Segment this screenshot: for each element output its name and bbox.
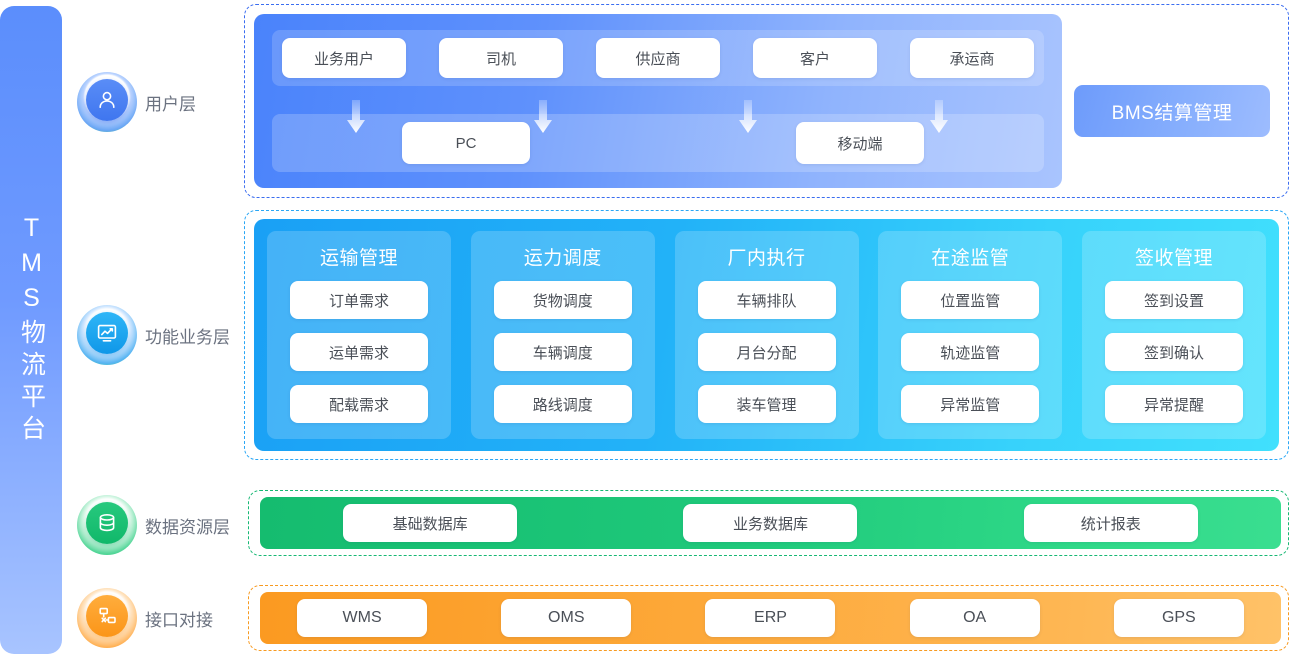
function-column-capacity: 运力调度 货物调度 车辆调度 路线调度 [470,231,655,439]
function-item[interactable]: 月台分配 [697,333,836,371]
device-pill-mobile[interactable]: 移动端 [796,122,924,164]
device-pill-pc[interactable]: PC [402,122,530,164]
legend-item-interface: 接口对接 [77,588,213,648]
data-item[interactable]: 统计报表 [1023,504,1198,542]
function-column-signoff: 签收管理 签到设置 签到确认 异常提醒 [1082,231,1266,439]
function-item[interactable]: 配载需求 [290,385,428,423]
legend-item-user: 用户层 [77,72,196,132]
function-item[interactable]: 订单需求 [290,281,428,319]
chart-icon [77,305,137,365]
flow-arrow-down-icon [929,100,949,134]
user-role-pill[interactable]: 客户 [753,38,877,78]
legend-label-interface: 接口对接 [145,610,213,630]
data-layer-panel: 基础数据库 业务数据库 统计报表 [260,497,1281,549]
function-column-title: 签收管理 [1134,248,1213,269]
user-layer-panel: 业务用户 司机 供应商 客户 承运商 PC 移动端 [254,14,1062,188]
interface-item[interactable]: WMS [297,599,428,637]
function-column-title: 运输管理 [319,248,398,269]
user-layer-frame [244,4,1289,198]
legend-label-function: 功能业务层 [145,327,230,347]
function-item[interactable]: 签到确认 [1105,333,1243,371]
function-column-plant: 厂内执行 车辆排队 月台分配 装车管理 [674,231,859,439]
function-item[interactable]: 异常监管 [901,385,1040,423]
function-layer-frame [244,210,1289,460]
data-layer-frame [248,490,1289,556]
user-role-pill[interactable]: 业务用户 [282,38,406,78]
flow-arrow-down-icon [424,556,444,586]
interface-item[interactable]: ERP [705,599,836,637]
network-icon [77,588,137,648]
interface-item[interactable]: OMS [501,599,632,637]
platform-title: TMS物流平台 [17,213,46,447]
legend-item-data: 数据资源层 [77,495,230,555]
flow-arrow-down-icon [738,100,758,134]
database-icon [77,495,137,555]
function-item[interactable]: 异常提醒 [1105,385,1243,423]
user-roles-row: 业务用户 司机 供应商 客户 承运商 [272,30,1044,86]
user-icon [77,72,137,132]
bms-settlement-box[interactable]: BMS结算管理 [1074,85,1270,137]
function-column-title: 运力调度 [523,248,602,269]
function-item[interactable]: 路线调度 [493,385,632,423]
function-item[interactable]: 签到设置 [1105,281,1243,319]
data-item[interactable]: 业务数据库 [683,504,858,542]
legend-item-function: 功能业务层 [77,305,230,365]
interface-item[interactable]: GPS [1113,599,1244,637]
function-item[interactable]: 货物调度 [493,281,632,319]
interface-item[interactable]: OA [909,599,1040,637]
function-item[interactable]: 位置监管 [901,281,1040,319]
user-role-pill[interactable]: 司机 [439,38,563,78]
interface-layer-frame [248,585,1289,651]
function-item[interactable]: 装车管理 [697,385,836,423]
platform-title-bar: TMS物流平台 [0,6,62,654]
function-column-title: 在途监管 [931,248,1010,269]
function-column-intransit: 在途监管 位置监管 轨迹监管 异常监管 [878,231,1063,439]
function-column-transport: 运输管理 订单需求 运单需求 配载需求 [267,231,451,439]
user-role-pill[interactable]: 供应商 [596,38,720,78]
function-item[interactable]: 车辆调度 [493,333,632,371]
interface-layer-panel: WMS OMS ERP OA GPS [260,592,1281,644]
function-column-title: 厂内执行 [727,248,806,269]
user-role-pill[interactable]: 承运商 [910,38,1034,78]
data-item[interactable]: 基础数据库 [343,504,518,542]
function-item[interactable]: 车辆排队 [697,281,836,319]
legend-label-data: 数据资源层 [145,517,230,537]
function-item[interactable]: 轨迹监管 [901,333,1040,371]
flow-arrow-down-icon [346,100,366,134]
function-layer-panel: 运输管理 订单需求 运单需求 配载需求 运力调度 货物调度 车辆调度 路线调度 … [254,219,1279,451]
legend-label-user: 用户层 [145,94,196,114]
function-item[interactable]: 运单需求 [290,333,428,371]
flow-arrow-down-icon [533,100,553,134]
